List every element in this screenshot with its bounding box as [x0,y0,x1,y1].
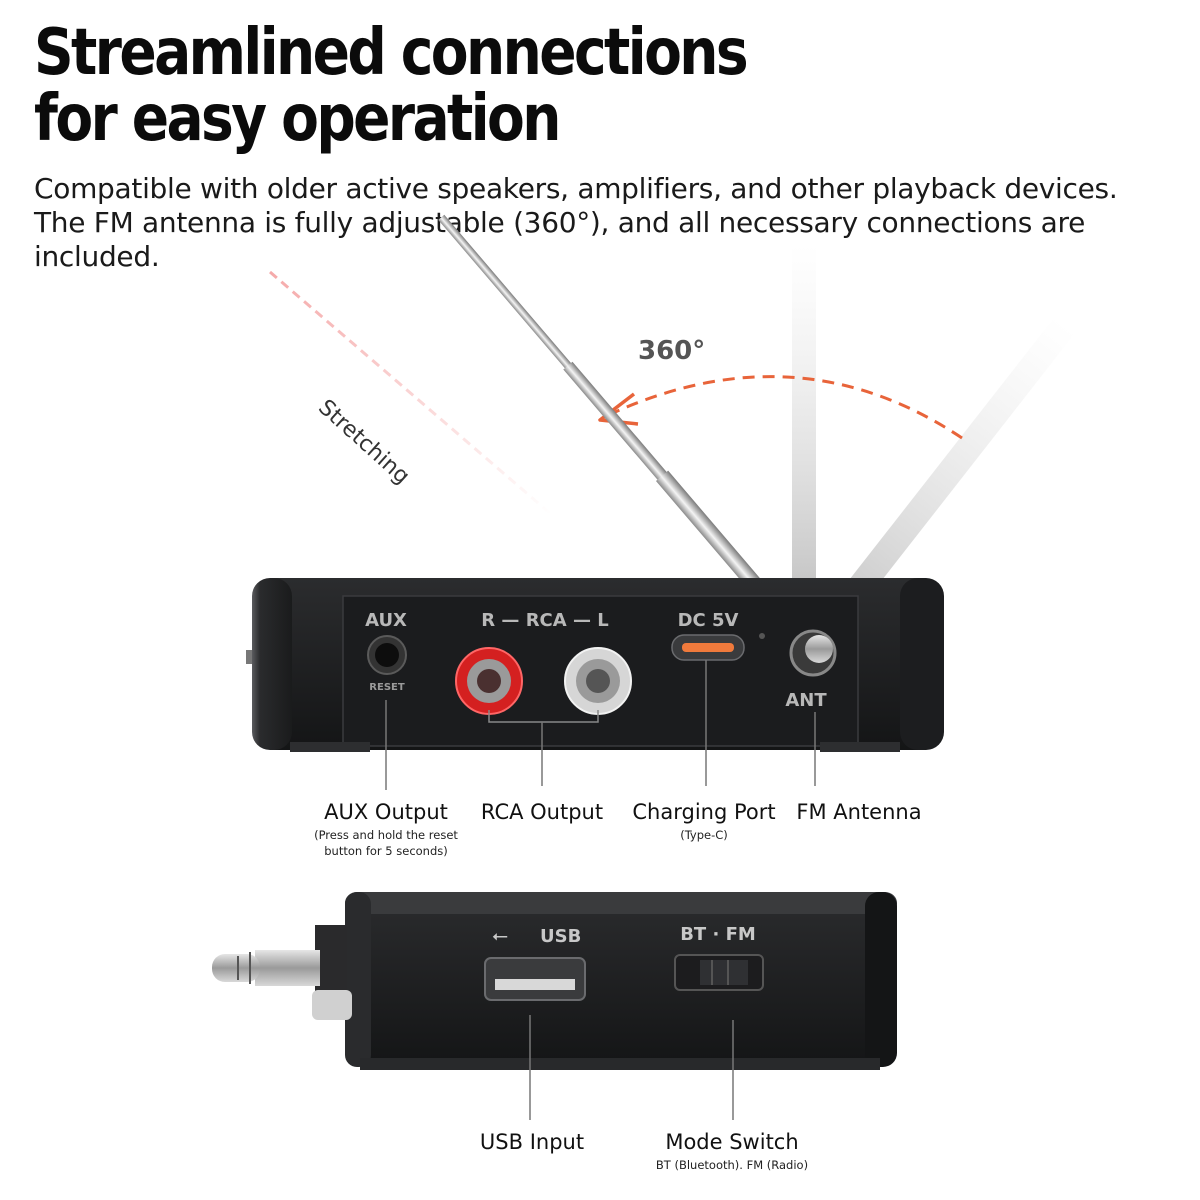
callout-aux-note-1: (Press and hold the reset [314,828,458,842]
aux-plug-lower [312,990,352,1020]
antenna-segment-1 [438,214,575,372]
device-back-left-edge [252,578,292,750]
callout-aux-note-2: button for 5 seconds) [324,844,448,858]
device-side-nub [246,650,252,664]
rotation-arc [614,375,963,440]
rotation-arrow-head [598,392,639,426]
ant-label: ANT [785,690,827,711]
device-back-foot-right [820,742,900,752]
reset-label: RESET [369,682,405,693]
callout-mode-note: BT (Bluetooth). FM (Radio) [655,1158,809,1172]
headline-line-1: Streamlined connections [34,16,749,90]
callout-charging-port: Charging Port (Type-C) [632,800,775,843]
usb-icon: ⭠ [492,925,508,947]
usb-label: USB [540,926,581,947]
callout-antenna-title: FM Antenna [796,800,922,824]
callout-usb-input: USB Input [480,1130,584,1154]
callout-aux-output: AUX Output (Press and hold the reset but… [314,800,458,859]
callout-rca-title: RCA Output [480,800,604,824]
headline: Streamlined connections for easy operati… [34,16,749,156]
callout-mode-title: Mode Switch [665,1130,799,1154]
device-side-left-edge [345,892,371,1067]
headline-line-2: for easy operation [34,82,561,156]
mode-label: BT · FM [680,924,756,945]
callout-mode-switch: Mode Switch BT (Bluetooth). FM (Radio) [656,1130,808,1173]
callout-charging-title: Charging Port [632,800,776,824]
device-back-foot-left [290,742,370,752]
callout-usb-title: USB Input [479,1130,585,1154]
rotation-label: 360° [638,336,706,366]
status-led [759,633,765,639]
rca-label: R — RCA — L [481,610,608,631]
aux-plug-shaft [255,950,320,986]
description: Compatible with older active speakers, a… [34,172,1118,273]
aux-plug-tip [212,954,260,982]
device-side-bottom-base [360,1058,880,1070]
callout-rca-output: RCA Output [481,800,603,824]
callout-charging-note: (Type-C) [680,828,728,842]
antenna-segment-2 [563,361,670,484]
callout-aux-title: AUX Output [324,800,448,824]
rca-bracket [488,710,599,723]
dc-label: DC 5V [678,610,739,631]
stretching-guide-line [269,270,553,517]
device-side-right-edge [865,892,897,1067]
device-side-top-face [345,892,897,914]
aux-port-label: AUX [365,610,407,631]
device-back-right-edge [900,578,944,750]
ghost-antenna-tilted [808,316,1076,648]
callout-fm-antenna: FM Antenna [796,800,921,824]
device-side-body [345,892,897,1067]
